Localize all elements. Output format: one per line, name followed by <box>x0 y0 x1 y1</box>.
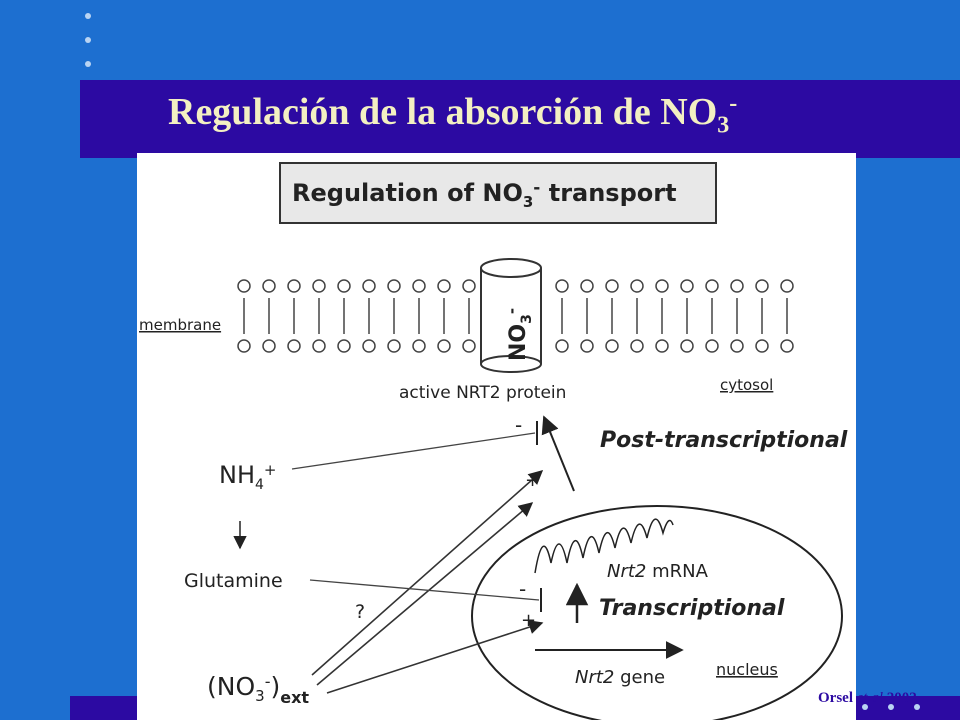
decorative-dot <box>85 37 91 43</box>
lipid-head <box>780 339 794 353</box>
lipid-head <box>580 279 594 293</box>
nh4-minus-sign: - <box>515 413 522 437</box>
citation: Orsel et al.2002 <box>818 690 917 706</box>
lipid-head <box>437 279 451 293</box>
lipid-head <box>730 279 744 293</box>
lipid-head <box>362 279 376 293</box>
lipid-head <box>555 339 569 353</box>
protein-plus-sign: + <box>525 470 540 491</box>
nucleus-label: nucleus <box>716 660 778 679</box>
lipid-head <box>580 339 594 353</box>
lipid-head <box>780 279 794 293</box>
lipid-head <box>655 339 669 353</box>
mrna-squiggle <box>534 518 674 574</box>
decorative-dot <box>888 704 894 710</box>
protein-label: active NRT2 protein <box>399 383 566 403</box>
lipid-head <box>630 339 644 353</box>
post-transcriptional-label: Post-transcriptional <box>600 428 848 453</box>
lipid-head <box>630 279 644 293</box>
cytosol-label: cytosol <box>720 376 773 394</box>
diagram-title-box <box>279 162 717 224</box>
lipid-head <box>312 339 326 353</box>
diagram-title: Regulation of NO3- transport <box>292 178 677 211</box>
glutamine-minus-sign: - <box>519 577 526 601</box>
nh4-inhibition-line <box>291 432 536 470</box>
lipid-head <box>362 339 376 353</box>
post-transcriptional-arrow <box>541 415 575 492</box>
external-nitrate-label: (NO3-)ext <box>207 672 309 707</box>
no3-channel <box>480 258 542 373</box>
slide-title: Regulación de la absorción de NO3- <box>168 90 738 139</box>
lipid-head <box>387 279 401 293</box>
question-mark: ? <box>355 601 365 623</box>
lipid-head <box>605 339 619 353</box>
lipid-head <box>262 339 276 353</box>
title-band <box>80 80 960 158</box>
lipid-head <box>555 279 569 293</box>
lipid-head <box>705 339 719 353</box>
lipid-head <box>337 279 351 293</box>
transcriptional-label: Transcriptional <box>599 596 785 621</box>
decorative-dot <box>85 61 91 67</box>
lipid-head <box>680 279 694 293</box>
lipid-head <box>755 279 769 293</box>
lipid-head <box>437 339 451 353</box>
channel-label: NO3- <box>503 308 535 361</box>
mrna-label: Nrt2 mRNA <box>607 561 709 582</box>
transcription-plus-sign: + <box>521 610 536 631</box>
lipid-head <box>605 279 619 293</box>
lipid-head <box>462 279 476 293</box>
decorative-dot <box>862 704 868 710</box>
decorative-dot <box>85 13 91 19</box>
nitrate-regulation-diagram: Regulation of NO3- transport NO3- membra… <box>137 153 856 720</box>
lipid-head <box>237 339 251 353</box>
nucleus <box>471 505 843 720</box>
nitrate-transcription-arrow <box>326 620 544 694</box>
lipid-head <box>337 339 351 353</box>
membrane-lipid-bilayer <box>237 279 794 353</box>
lipid-head <box>730 339 744 353</box>
nh4-label: NH4+ <box>219 461 277 493</box>
nitrate-protein-arrow <box>311 470 544 676</box>
lipid-head <box>312 279 326 293</box>
membrane-label: membrane <box>139 316 221 334</box>
decorative-dot <box>914 704 920 710</box>
glutamine-label: Glutamine <box>184 570 283 592</box>
lipid-head <box>705 279 719 293</box>
gene-label: Nrt2 gene <box>575 667 665 688</box>
lipid-head <box>680 339 694 353</box>
lipid-head <box>262 279 276 293</box>
glutamine-inhibition-line <box>309 579 540 601</box>
lipid-head <box>462 339 476 353</box>
lipid-head <box>287 279 301 293</box>
lipid-head <box>655 279 669 293</box>
lipid-head <box>412 339 426 353</box>
lipid-head <box>237 279 251 293</box>
nitrate-question-arrow <box>316 502 534 686</box>
lipid-head <box>287 339 301 353</box>
lipid-head <box>387 339 401 353</box>
lipid-head <box>755 339 769 353</box>
lipid-head <box>412 279 426 293</box>
